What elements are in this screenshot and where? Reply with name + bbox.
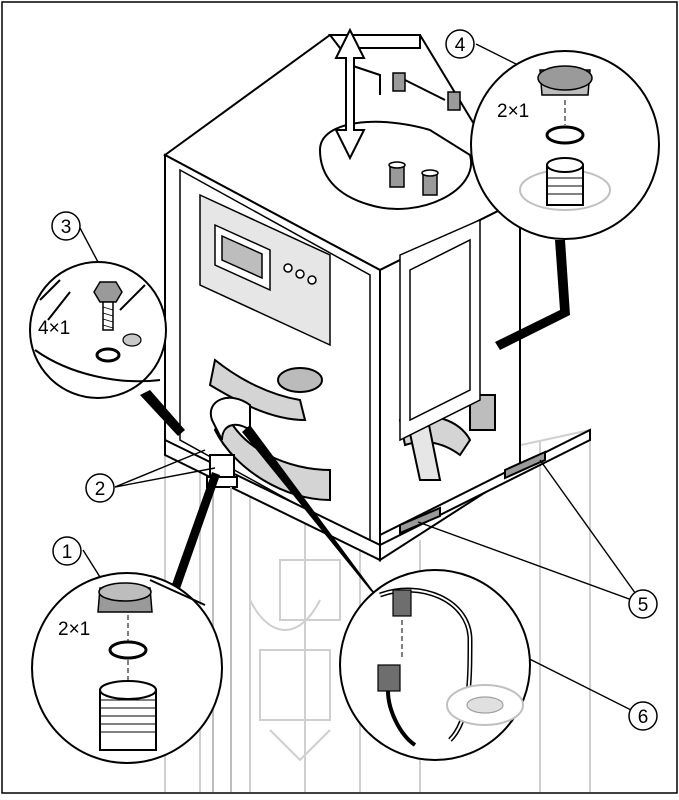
callout-1: 1 [52, 536, 82, 566]
callout-4-label: 4 [455, 35, 466, 56]
callout-1-label: 1 [62, 542, 73, 563]
control-panel [199, 193, 331, 347]
callout-5: 5 [628, 589, 658, 619]
detail-4-quantity: 2×1 [497, 101, 529, 122]
detail-circle-4 [470, 50, 660, 240]
callout-6-label: 6 [638, 707, 649, 728]
detail-1-quantity: 2×1 [58, 619, 90, 640]
top-water-connections [388, 72, 461, 196]
callout-2-label: 2 [95, 479, 106, 500]
detail-circle-6 [339, 569, 531, 761]
side-module [399, 218, 481, 442]
callout-5-label: 5 [638, 595, 649, 616]
callout-2: 2 [85, 473, 115, 503]
callout-4: 4 [445, 29, 475, 59]
detail-pointers [140, 240, 570, 600]
lift-arrow-icon [334, 27, 366, 161]
callout-6: 6 [628, 701, 658, 731]
detail-circle-3 [29, 261, 167, 399]
callout-3: 3 [51, 211, 81, 241]
detail-3-quantity: 4×1 [38, 318, 70, 339]
callout-3-label: 3 [61, 217, 72, 238]
detail-circle-1 [31, 572, 223, 764]
